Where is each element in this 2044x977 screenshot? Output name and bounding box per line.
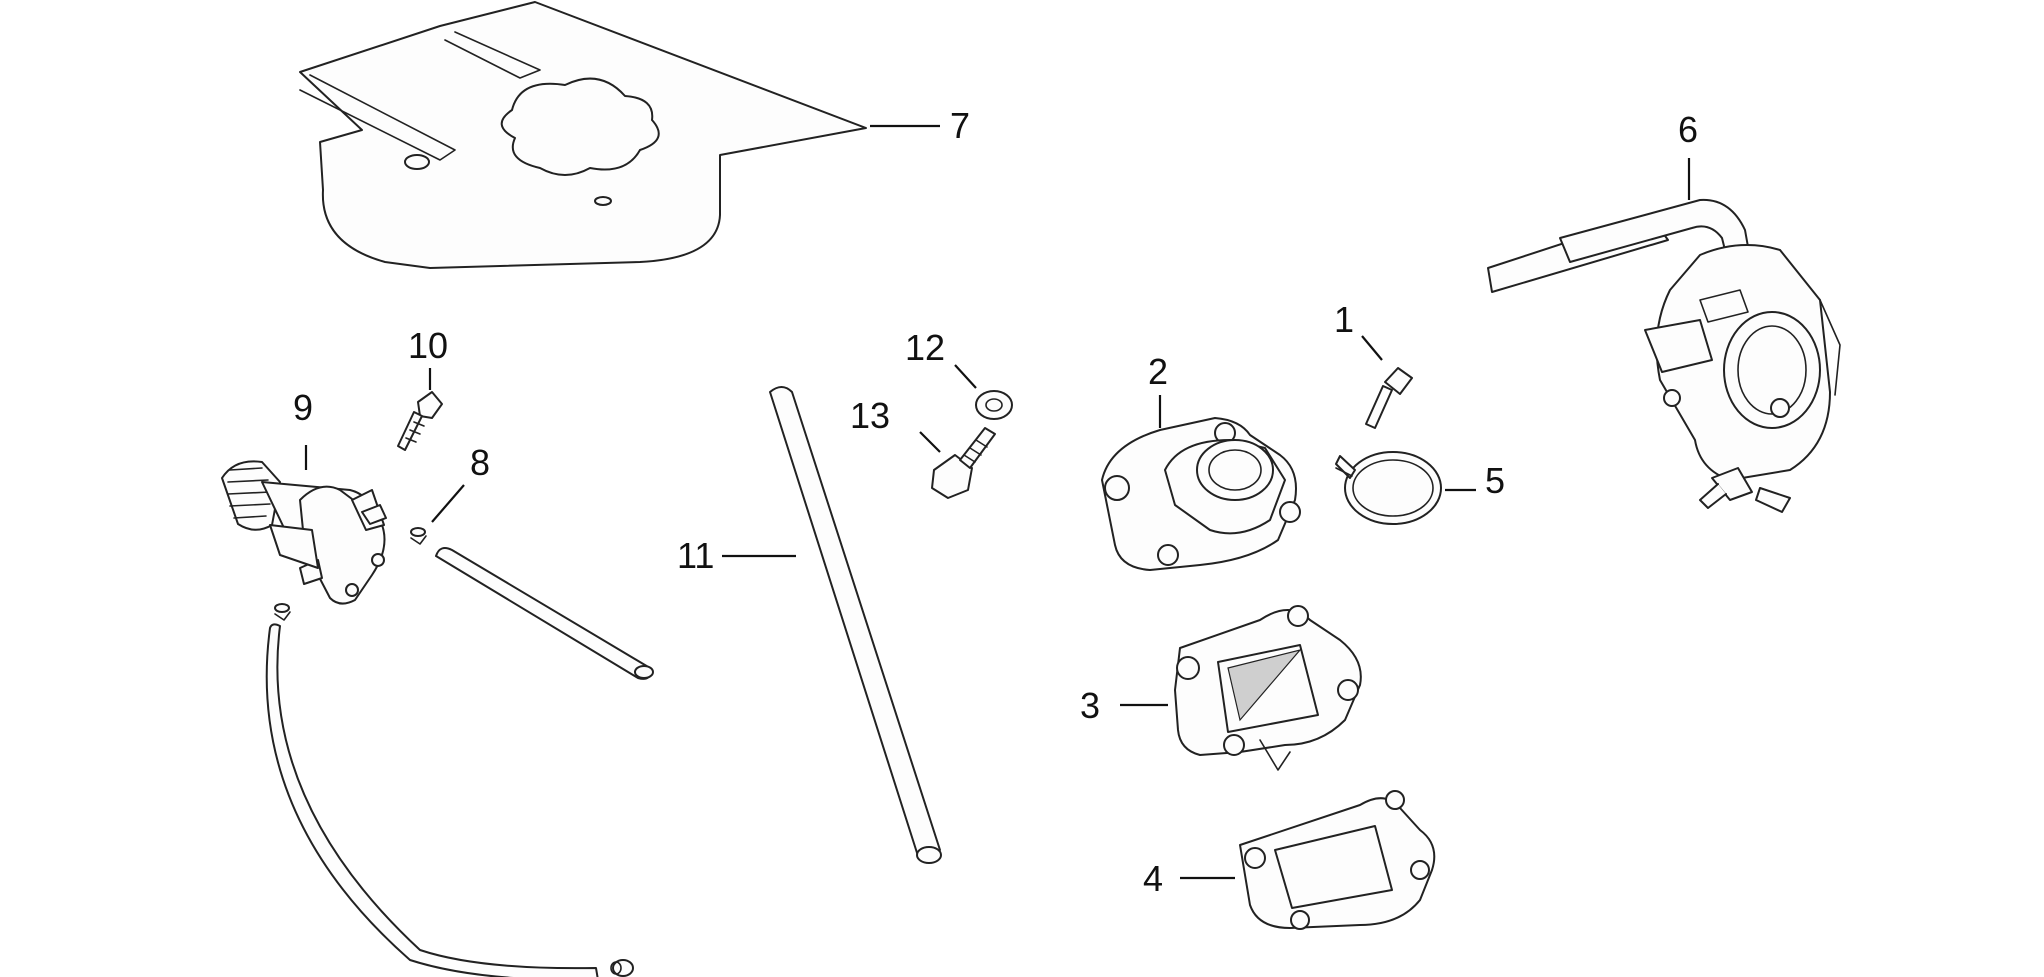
callout-9: 9 [293, 387, 313, 428]
part-6-carburetor [1487, 198, 1841, 513]
part-11-long-hose [769, 386, 942, 864]
part-7-plate [299, 1, 867, 269]
part-13-bolt [931, 427, 996, 499]
leader-1 [1361, 335, 1383, 361]
part-3-reed-valve [1174, 605, 1362, 771]
part-10-bolt [397, 391, 443, 451]
part-2-intake-manifold [1101, 417, 1301, 571]
callout-5: 5 [1485, 460, 1505, 501]
curved-hose [265, 623, 634, 977]
callout-13: 13 [850, 395, 890, 436]
callout-7: 7 [950, 105, 970, 146]
leader-13 [919, 431, 941, 453]
callout-8: 8 [470, 442, 490, 483]
callout-4: 4 [1143, 858, 1163, 899]
leader-lines [304, 124, 1691, 880]
callout-2: 2 [1148, 351, 1168, 392]
part-4-gasket [1239, 790, 1436, 930]
part-12-washer [975, 390, 1013, 420]
short-hose [435, 547, 654, 680]
part-9-oil-pump [221, 460, 387, 605]
part-1-screw [1365, 367, 1413, 429]
callout-labels: 7 6 1 2 5 3 4 12 13 11 10 9 8 [293, 105, 1698, 899]
callout-12: 12 [905, 327, 945, 368]
callout-6: 6 [1678, 109, 1698, 150]
part-8-clip [274, 527, 427, 621]
part-5-clamp [1335, 451, 1442, 525]
leader-8 [431, 484, 465, 523]
callout-1: 1 [1334, 299, 1354, 340]
callout-11: 11 [677, 535, 714, 576]
callout-3: 3 [1080, 685, 1100, 726]
callout-10: 10 [408, 325, 448, 366]
leader-12 [954, 364, 977, 389]
